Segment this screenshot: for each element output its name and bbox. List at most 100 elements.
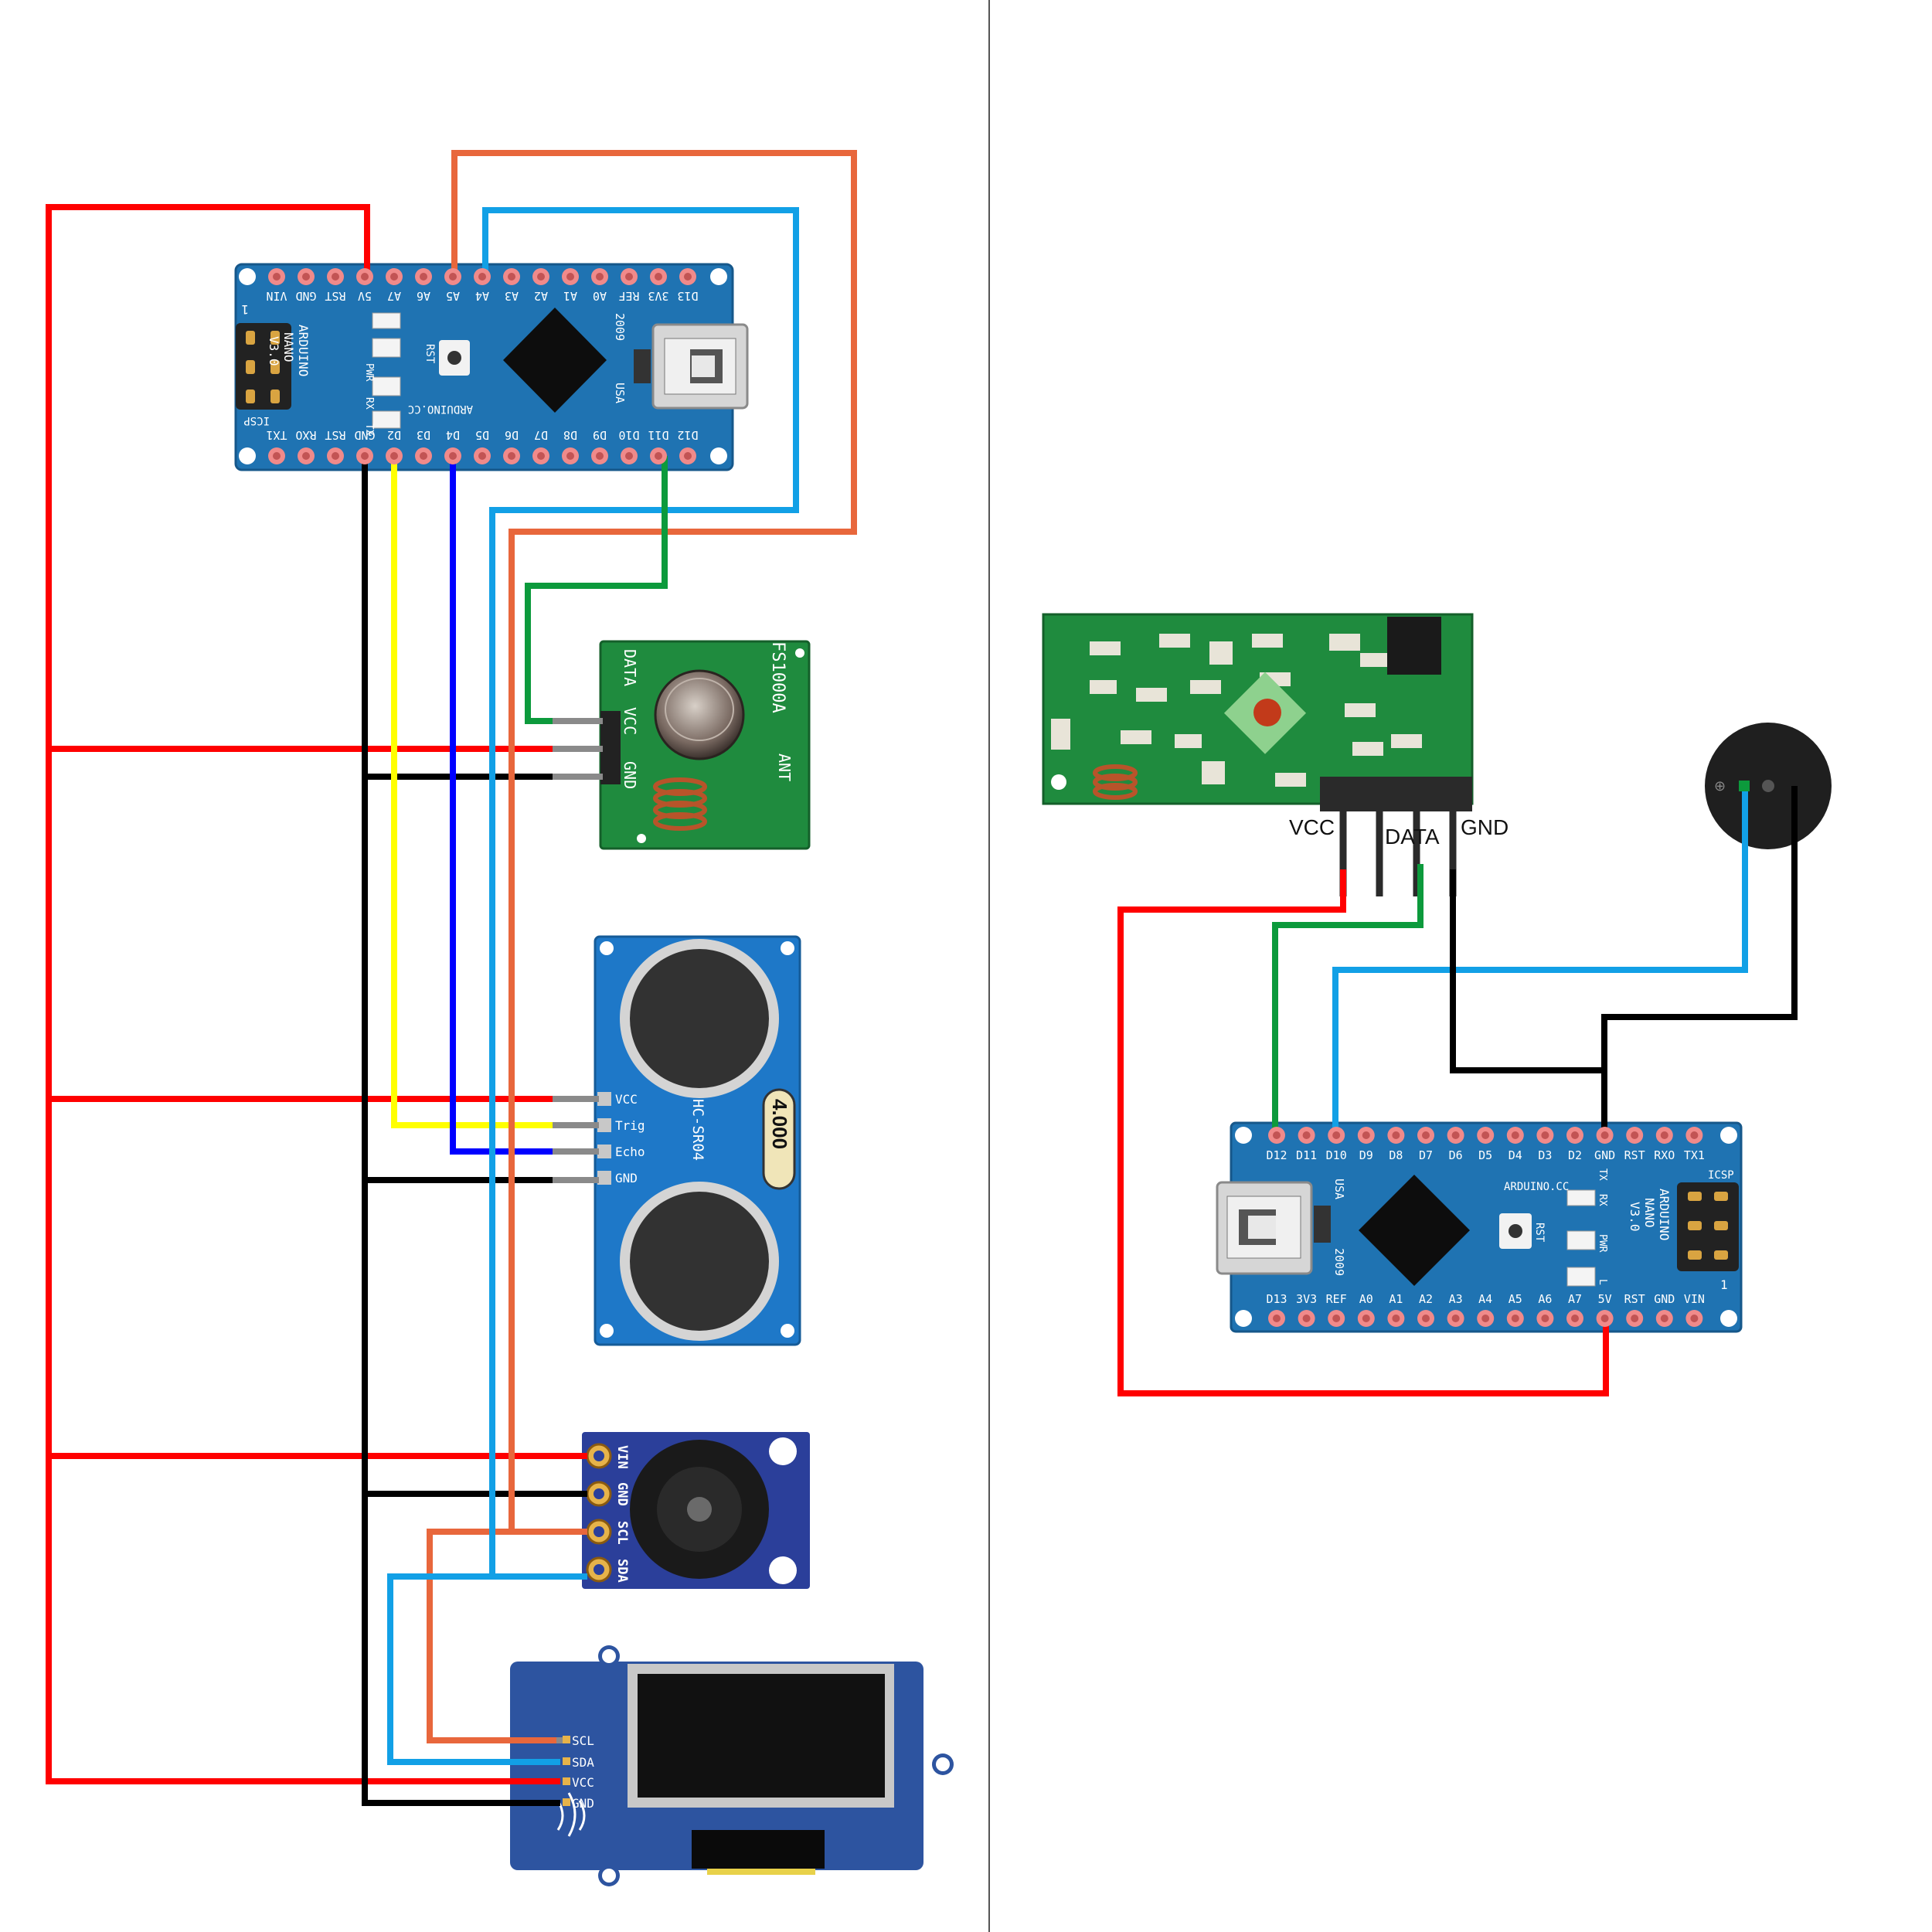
- right-nano-bottom-pin-label: RST: [1624, 1292, 1645, 1306]
- left-nano-bottom-pin-pad-hole: [566, 452, 574, 460]
- left-nano-top-pin-pad-hole: [420, 273, 427, 281]
- left-nano-top-pin-pad-hole: [684, 273, 692, 281]
- right-nano-top-pin-pad-hole: [1451, 1131, 1460, 1139]
- left-nano-bottom-pin-pad-hole: [449, 452, 457, 460]
- left-nano-top-pin-pad-hole: [478, 273, 486, 281]
- left-nano-top-pin-label: GND: [295, 289, 316, 303]
- left-nano-bottom-pin-pad-hole: [273, 452, 281, 460]
- mlx-pin-vin: VIN: [614, 1445, 630, 1469]
- right-nano-top-pin-label: D2: [1568, 1148, 1582, 1162]
- rx-label-data: DATA: [1385, 825, 1440, 849]
- wire-trig: [391, 456, 556, 1128]
- left-nano-bottom-pin-pad-hole: [508, 452, 515, 460]
- left-nano-top-pin-pad-hole: [390, 273, 398, 281]
- right-nano-name-2: NANO: [1642, 1198, 1657, 1228]
- mlx-pin-gnd: GND: [614, 1482, 630, 1506]
- left-nano-one: 1: [241, 302, 249, 317]
- fs1000a-pin-gnd: GND: [621, 761, 639, 789]
- left-nano-top-pin-pad-hole: [537, 273, 545, 281]
- left-nano-rst: RST: [423, 344, 436, 364]
- right-nano-bottom-pin-pad-hole: [1600, 1315, 1609, 1322]
- right-nano-bottom-pin-label: A2: [1419, 1292, 1433, 1306]
- right-nano-bottom-pin-label: A7: [1568, 1292, 1582, 1306]
- right-nano-bottom-pin-label: REF: [1326, 1292, 1347, 1306]
- rx-label-vcc: VCC: [1289, 815, 1335, 839]
- oled-pin-sda: SDA: [572, 1755, 594, 1770]
- left-nano-top-pin-label: REF: [618, 289, 639, 303]
- left-nano-bottom-pin-pad-hole: [596, 452, 604, 460]
- fs1000a-transmitter: [599, 640, 811, 850]
- right-nano-top-pin-label: D7: [1419, 1148, 1433, 1162]
- left-nano-name-2: NANO: [281, 332, 296, 362]
- hcsr04-pin-trig: Trig: [615, 1118, 645, 1133]
- left-arduino-nano: [234, 263, 749, 471]
- right-nano-top-pin-pad-hole: [1481, 1131, 1490, 1139]
- left-nano-top-pin-label: A1: [563, 289, 577, 303]
- right-nano-one: 1: [1720, 1277, 1728, 1292]
- left-nano-led-pwr: PWR: [363, 363, 375, 382]
- right-nano-top-pin-label: D6: [1449, 1148, 1463, 1162]
- hcsr04-pin-gnd: GND: [615, 1171, 638, 1185]
- left-nano-led-l: TX: [363, 423, 375, 436]
- left-nano-top-pin-label: A6: [417, 289, 430, 303]
- right-nano-top-pin-label: D4: [1509, 1148, 1522, 1162]
- right-nano-top-pin-pad-hole: [1392, 1131, 1400, 1139]
- right-nano-top-pin-label: RXO: [1654, 1148, 1675, 1162]
- left-nano-year: 2009: [613, 313, 627, 341]
- right-nano-top-pin-label: D5: [1478, 1148, 1492, 1162]
- left-nano-bottom-pin-label: D12: [677, 428, 698, 442]
- right-arduino-nano: [1216, 1121, 1743, 1333]
- right-nano-bottom-pin-pad-hole: [1392, 1315, 1400, 1322]
- hcsr04-pin-vcc: VCC: [615, 1092, 638, 1107]
- right-nano-top-pin-pad-hole: [1511, 1131, 1519, 1139]
- right-nano-top-pin-pad-hole: [1302, 1131, 1311, 1139]
- left-nano-usa: USA: [613, 383, 627, 403]
- wire-rx-gnd: [1450, 869, 1607, 1135]
- right-nano-bottom-pin-label: A6: [1538, 1292, 1552, 1306]
- oled-pin-scl: SCL: [572, 1733, 594, 1748]
- left-nano-top-pin-label: A4: [475, 289, 489, 303]
- left-nano-top-pin-pad-hole: [508, 273, 515, 281]
- right-nano-bottom-pin-pad-hole: [1690, 1315, 1699, 1322]
- left-nano-top-pin-label: 5V: [358, 289, 372, 303]
- wire-vcc-bus: [46, 204, 560, 1784]
- left-nano-bottom-pin-label: D9: [593, 428, 607, 442]
- right-nano-bottom-pin-pad-hole: [1362, 1315, 1370, 1322]
- right-nano-usa: USA: [1332, 1179, 1346, 1199]
- wire-sda: [387, 207, 799, 1765]
- right-nano-top-pin-label: D8: [1389, 1148, 1403, 1162]
- right-nano-bottom-pin-pad-hole: [1422, 1315, 1430, 1322]
- left-nano-bottom-pin-label: D10: [618, 428, 639, 442]
- right-nano-bottom-pin-label: 5V: [1598, 1292, 1612, 1306]
- right-nano-led-rx: RX: [1597, 1194, 1608, 1206]
- left-nano-top-pin-label: A3: [505, 289, 519, 303]
- left-nano-brand: ARDUINO.CC: [408, 403, 473, 415]
- right-nano-bottom-pin-label: GND: [1654, 1292, 1675, 1306]
- right-nano-bottom-pin-pad-hole: [1451, 1315, 1460, 1322]
- right-nano-top-pin-pad-hole: [1690, 1131, 1699, 1139]
- right-nano-bottom-pin-pad-hole: [1660, 1315, 1668, 1322]
- right-nano-top-pin-label: D11: [1296, 1148, 1317, 1162]
- svg-text:⊕: ⊕: [1714, 778, 1726, 794]
- right-nano-top-pin-label: D12: [1266, 1148, 1287, 1162]
- right-nano-top-pin-pad-hole: [1571, 1131, 1579, 1139]
- right-nano-bottom-pin-pad-hole: [1541, 1315, 1549, 1322]
- right-nano-top-pin-pad-hole: [1631, 1131, 1639, 1139]
- rx-label-gnd: GND: [1461, 815, 1509, 839]
- right-nano-bottom-pin-pad-hole: [1302, 1315, 1311, 1322]
- left-nano-bottom-pin-pad-hole: [420, 452, 427, 460]
- left-nano-led-rx: RX: [363, 397, 375, 410]
- left-nano-top-pin-label: A5: [446, 289, 460, 303]
- wire-rx-vcc: [1117, 869, 1609, 1396]
- left-nano-bottom-pin-label: D3: [417, 428, 430, 442]
- oled-display: [510, 1645, 954, 1886]
- fs1000a-ant: ANT: [775, 753, 794, 781]
- right-nano-top-pin-pad-hole: [1273, 1131, 1281, 1139]
- left-nano-bottom-pin-label: D8: [563, 428, 577, 442]
- hcsr04-crystal: 4.000: [768, 1099, 791, 1149]
- left-nano-bottom-pin-pad-hole: [655, 452, 662, 460]
- right-nano-bottom-pin-pad-hole: [1481, 1315, 1490, 1322]
- left-nano-top-pin-label: A2: [534, 289, 548, 303]
- left-nano-top-pin-pad-hole: [273, 273, 281, 281]
- right-nano-year: 2009: [1332, 1248, 1346, 1276]
